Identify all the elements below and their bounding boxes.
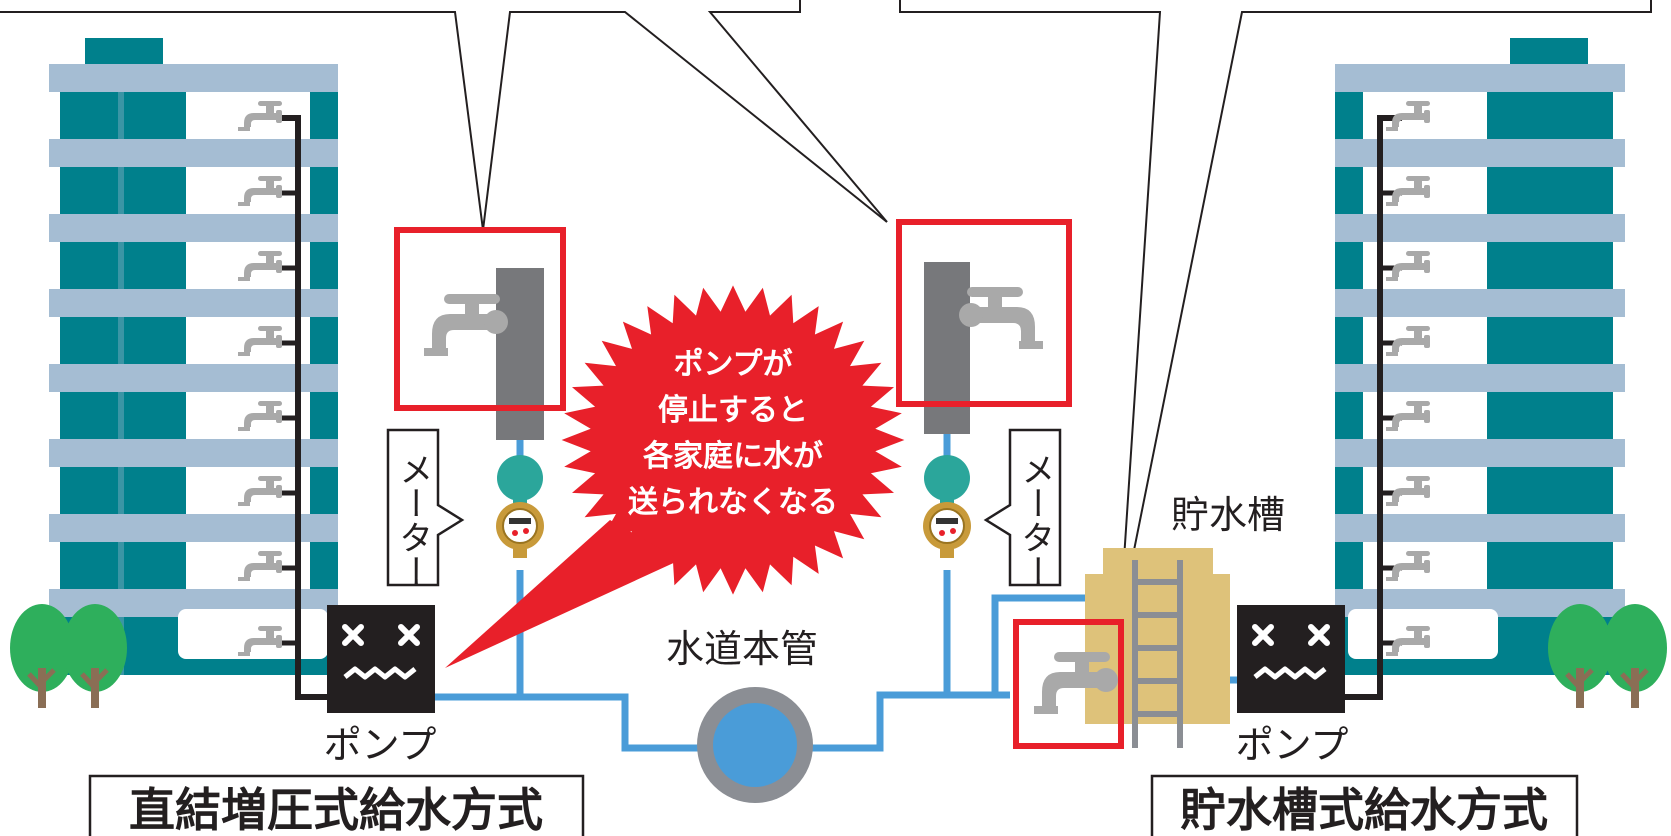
- tree-icon: [1603, 604, 1667, 708]
- tree-icon: [63, 604, 127, 708]
- tank-faucet: [1013, 619, 1124, 749]
- broken-pump-icon: [327, 605, 435, 713]
- tank-label: 貯水槽: [1171, 493, 1285, 537]
- right-spigot-post: [896, 219, 1072, 434]
- pump-label-left: ポンプ: [324, 723, 437, 767]
- faucet-icon: [959, 287, 1043, 349]
- highlight-box: [394, 227, 566, 411]
- highlight-box: [896, 219, 1072, 407]
- broken-pump-icon: [1237, 605, 1345, 713]
- svg-text:貯水槽式給水方式: 貯水槽式給水方式: [1180, 783, 1548, 836]
- meter-label-right: メーター: [983, 428, 1062, 588]
- left-building: [49, 38, 338, 675]
- water-meter-icon: [495, 454, 545, 559]
- water-main-label: 水道本管: [666, 627, 818, 671]
- water-main-pipe: [697, 687, 813, 803]
- tree-icon: [1548, 604, 1612, 708]
- warning-line-1: ポンプが: [673, 347, 792, 382]
- callout-lines: [0, 0, 1652, 621]
- right-system-title: 貯水槽式給水方式: [1150, 774, 1579, 836]
- warning-line-4: 送られなくなる: [628, 485, 838, 520]
- warning-line-3: 各家庭に水が: [642, 439, 823, 474]
- highlight-box: [1013, 619, 1124, 749]
- svg-text:メーター: メーター: [393, 452, 433, 588]
- meter-label-left: メーター: [386, 428, 465, 588]
- left-system-title: 直結増圧式給水方式: [88, 774, 585, 836]
- water-tank: [1085, 548, 1230, 724]
- pump-label-right: ポンプ: [1236, 723, 1349, 767]
- water-meter-icon: [922, 454, 972, 559]
- svg-text:直結増圧式給水方式: 直結増圧式給水方式: [129, 783, 543, 836]
- faucet-icon: [424, 294, 508, 356]
- svg-text:メーター: メーター: [1015, 452, 1055, 588]
- ladder-icon: [1132, 560, 1183, 748]
- warning-line-2: 停止すると: [658, 393, 808, 428]
- left-spigot-post: [394, 227, 566, 440]
- warning-burst: ポンプが 停止すると 各家庭に水が 送られなくなる: [445, 285, 905, 668]
